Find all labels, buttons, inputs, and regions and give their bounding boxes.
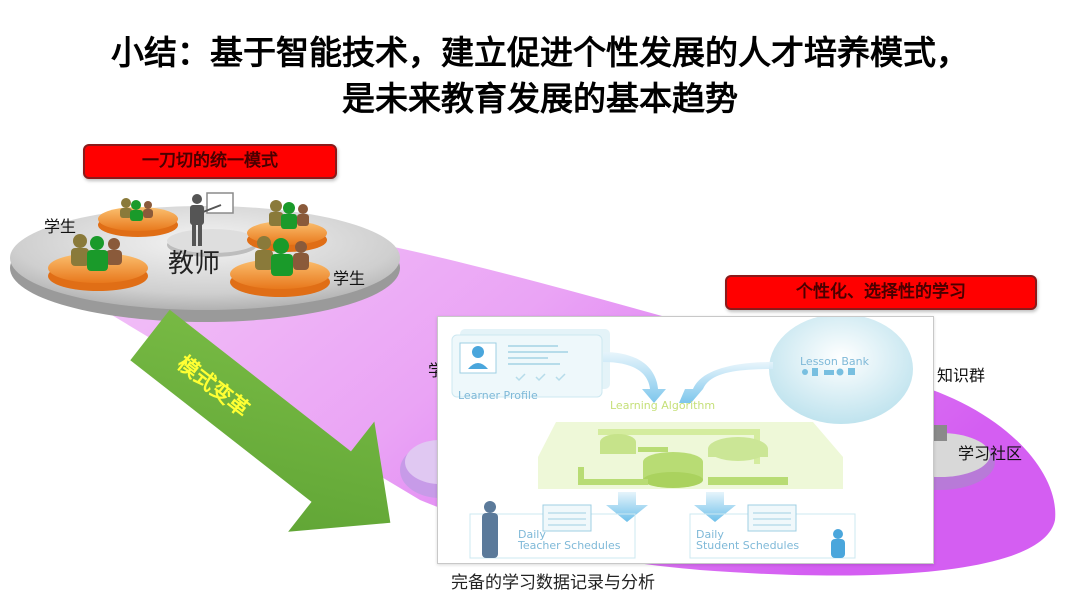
lesson-bank-circle xyxy=(769,317,913,424)
learning-algorithm-label: Learning Algorithm xyxy=(610,399,716,412)
student-label-left: 学生 xyxy=(44,217,77,236)
teacher-schedule-line2: Teacher Schedules xyxy=(518,539,621,552)
learning-system-inset: Learner Profile Lesson Bank Learning Alg… xyxy=(437,316,934,564)
slide-title: 小结：基于智能技术，建立促进个性发展的人才培养模式， 是未来教育发展的基本趋势 xyxy=(0,30,1080,122)
teacher-schedule-line1: Daily xyxy=(518,528,546,541)
learning-community-label: 学习社区 xyxy=(958,444,1023,463)
student-schedule-card xyxy=(689,504,856,559)
input-arrows xyxy=(603,352,773,403)
inset-caption: 完备的学习数据记录与分析 xyxy=(451,573,655,593)
personalized-learning-label: 个性化、选择性的学习 xyxy=(725,275,1037,310)
student-label-right: 学生 xyxy=(333,269,366,288)
knowledge-cluster-label: 知识群 xyxy=(937,366,986,385)
learner-profile-label: Learner Profile xyxy=(458,389,538,402)
teacher-schedules-label: Daily Teacher Schedules xyxy=(518,529,620,551)
transition-arrow xyxy=(130,309,391,532)
teacher-schedule-card xyxy=(469,501,636,559)
lesson-bank-label: Lesson Bank xyxy=(800,355,869,368)
uniform-model-label: 一刀切的统一模式 xyxy=(83,144,337,179)
learning-algorithm-platform xyxy=(538,422,843,489)
inset-graphics xyxy=(451,317,913,559)
learner-profile-card xyxy=(451,329,610,398)
title-line-1: 小结：基于智能技术，建立促进个性发展的人才培养模式， xyxy=(111,33,969,72)
teacher-label: 教师 xyxy=(168,249,221,279)
student-group-top-left xyxy=(98,198,178,237)
teacher-icon xyxy=(190,192,234,246)
output-arrows xyxy=(606,492,736,522)
student-schedule-line2: Student Schedules xyxy=(696,539,800,552)
student-schedules-label: Daily Student Schedules xyxy=(696,529,799,551)
student-group-bottom-right xyxy=(230,236,330,297)
title-line-2: 是未来教育发展的基本趋势 xyxy=(342,79,738,118)
student-group-bottom-left xyxy=(48,234,148,291)
student-schedule-line1: Daily xyxy=(696,528,724,541)
